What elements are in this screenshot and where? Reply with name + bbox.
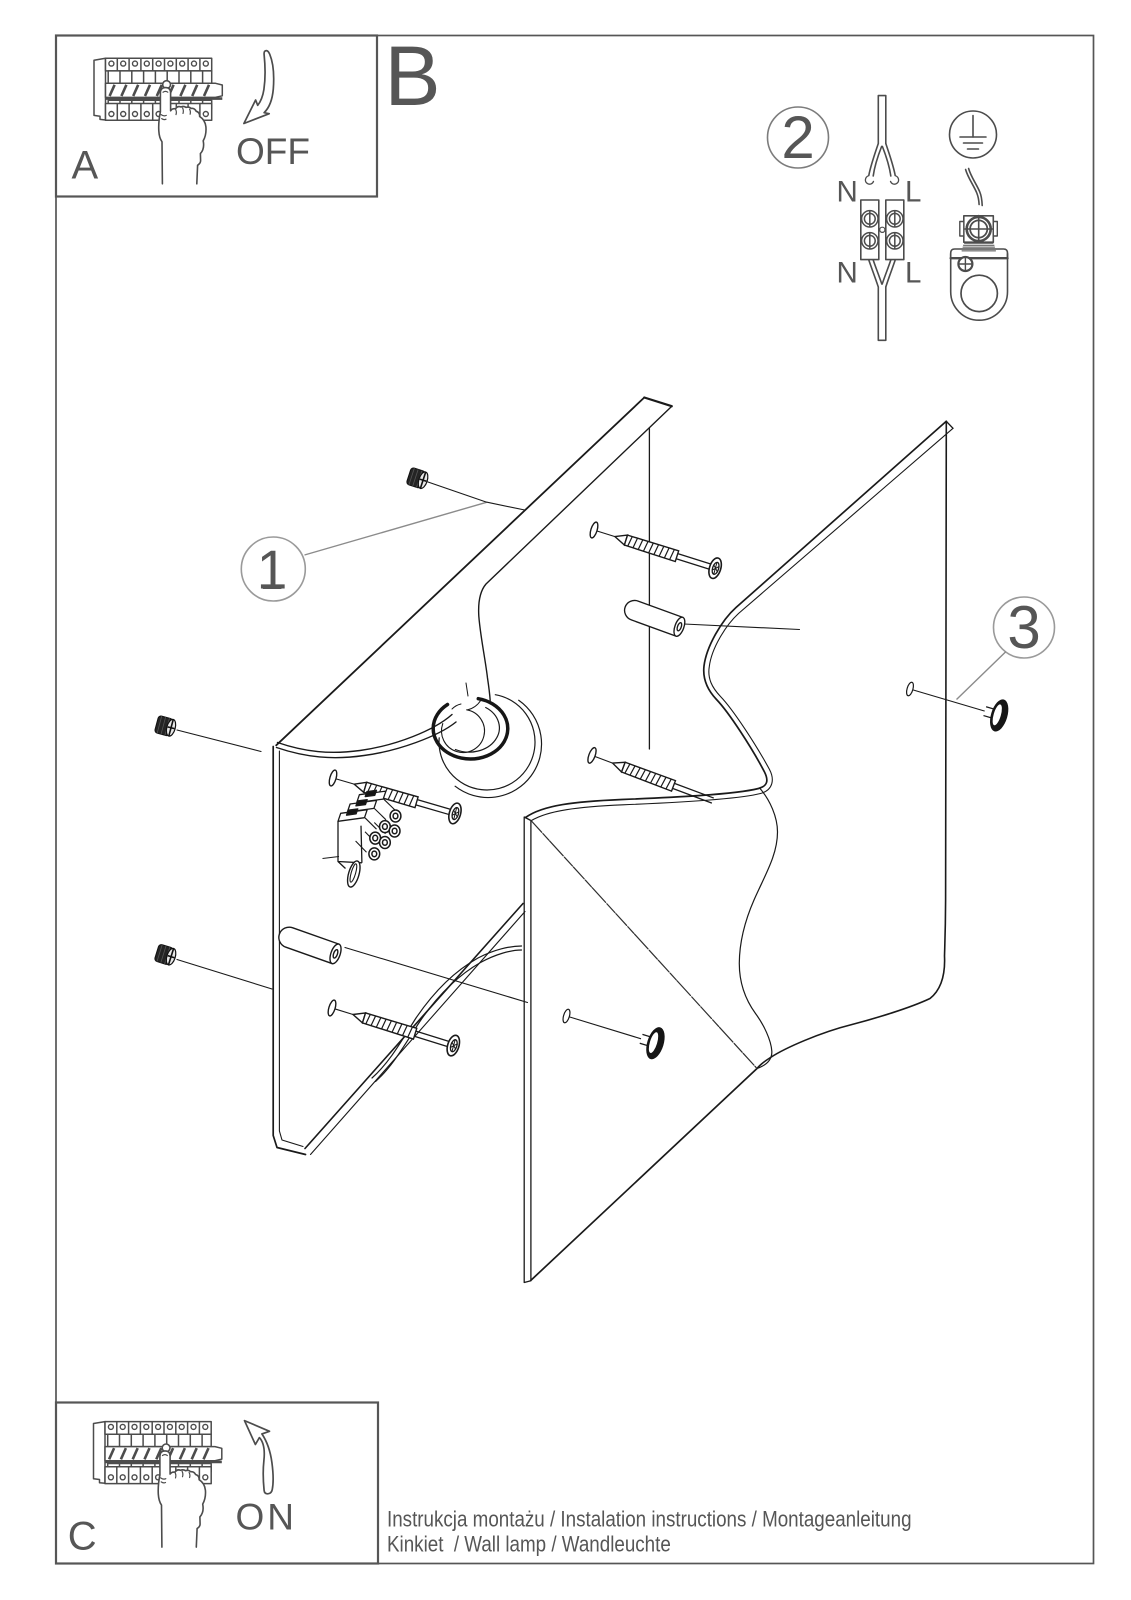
- svg-text:2: 2: [781, 104, 814, 171]
- svg-text:N: N: [837, 257, 858, 290]
- svg-text:N: N: [837, 176, 858, 209]
- svg-text:Kinkiet / Wall lamp / Wandleu: Kinkiet / Wall lamp / Wandleuchte: [387, 1532, 671, 1557]
- svg-text:B: B: [385, 29, 441, 123]
- svg-text:3: 3: [1007, 594, 1040, 661]
- svg-text:1: 1: [257, 539, 288, 601]
- svg-text:OFF: OFF: [236, 131, 310, 172]
- svg-text:L: L: [905, 257, 921, 290]
- svg-text:L: L: [905, 176, 921, 209]
- svg-text:Instrukcja montażu / Instalati: Instrukcja montażu / Instalation instruc…: [387, 1507, 912, 1532]
- svg-text:ON: ON: [236, 1497, 298, 1538]
- svg-text:C: C: [68, 1515, 97, 1559]
- svg-text:A: A: [72, 144, 99, 188]
